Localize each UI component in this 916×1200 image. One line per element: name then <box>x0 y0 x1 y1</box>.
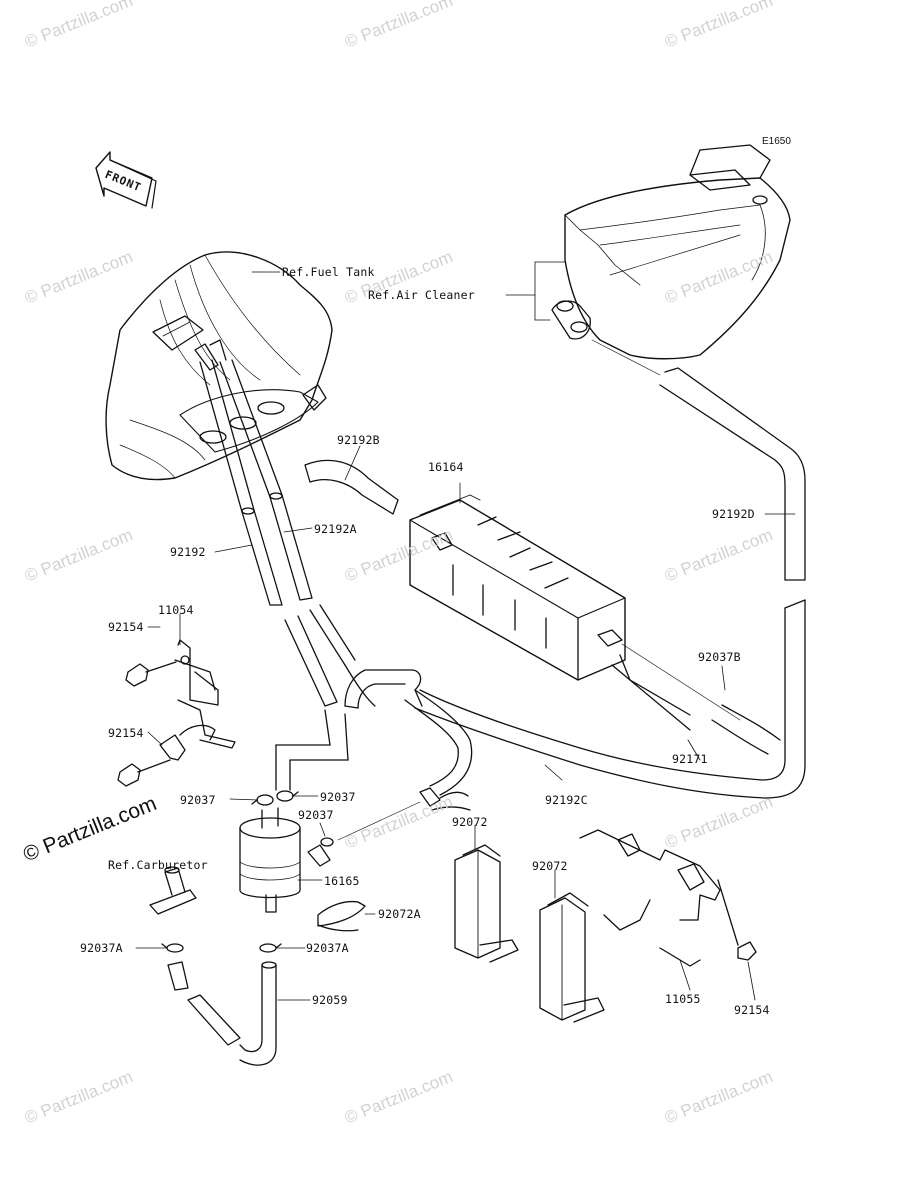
diagram-code: E1650 <box>762 136 791 147</box>
part-92037B-label: 92037B <box>698 650 741 664</box>
leader-lines <box>135 261 796 1001</box>
part-92192B-label: 92192B <box>337 433 380 447</box>
clamp-92072-left-shape <box>454 844 519 963</box>
bolt-92154-lower-shape <box>117 759 171 787</box>
part-92154-label: 92154 <box>734 1003 770 1017</box>
part-92037-label: 92037 <box>180 793 216 807</box>
hose-92059-shape <box>167 961 277 1066</box>
ref-air-cleaner-label: Ref.Air Cleaner <box>368 288 475 302</box>
hose-92192D-shape <box>659 367 806 799</box>
ref-carburetor-label: Ref.Carburetor <box>108 858 208 872</box>
air-cleaner-shape <box>551 144 791 360</box>
hose-92192C-shape <box>414 689 781 799</box>
hose-92192B-shape <box>304 459 399 515</box>
clamp-92072-right-shape <box>539 892 605 1023</box>
part-16165-label: 16165 <box>324 874 360 888</box>
canister-16164-shape <box>409 494 626 681</box>
fuel-filter-16165-shape <box>239 807 301 913</box>
fuel-tank-shape <box>105 251 333 481</box>
clip-hose-shape <box>307 689 473 867</box>
part-16164-label: 16164 <box>428 460 464 474</box>
part-92037A-label: 92037A <box>80 941 123 955</box>
part-92072A-label: 92072A <box>378 907 421 921</box>
front-arrow-icon <box>95 151 157 209</box>
carburetor-fitting-shape <box>149 866 197 915</box>
clamp-92037A-shape <box>161 943 282 953</box>
bracket-11055-shape <box>579 829 757 967</box>
clamp-92037-shape <box>251 790 299 806</box>
part-92154-label: 92154 <box>108 620 144 634</box>
part-92072-label: 92072 <box>452 815 488 829</box>
part-92192D-label: 92192D <box>712 507 755 521</box>
clamp-92072A-shape <box>317 900 366 932</box>
part-92192C-label: 92192C <box>545 793 588 807</box>
part-92192-label: 92192 <box>170 545 206 559</box>
part-11055-label: 11055 <box>665 992 701 1006</box>
part-92037-label: 92037 <box>298 808 334 822</box>
bolt-92154-left-shape <box>125 661 177 687</box>
part-92171-label: 92171 <box>672 752 708 766</box>
part-92192A-label: 92192A <box>314 522 357 536</box>
ref-fuel-tank-label: Ref.Fuel Tank <box>282 265 375 279</box>
hose-lower-shape <box>275 669 422 791</box>
part-92072-label: 92072 <box>532 859 568 873</box>
part-92037A-label: 92037A <box>306 941 349 955</box>
part-11054-label: 11054 <box>158 603 194 617</box>
bracket-11054-shape <box>159 639 236 761</box>
part-92037-label: 92037 <box>320 790 356 804</box>
part-92059-label: 92059 <box>312 993 348 1007</box>
hose-92192-shape <box>199 359 376 707</box>
part-92154-label: 92154 <box>108 726 144 740</box>
